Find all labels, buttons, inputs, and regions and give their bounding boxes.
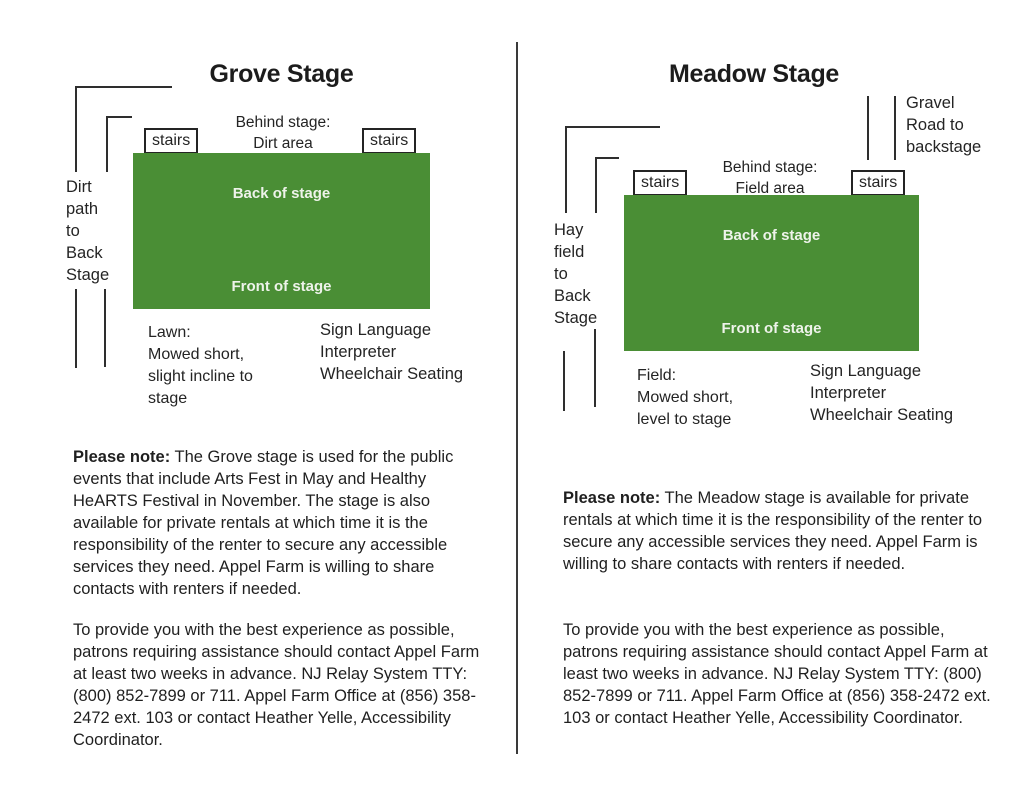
grove-please-note-text: The Grove stage is used for the public e… — [73, 447, 454, 598]
meadow-path-lower-left-line — [563, 351, 565, 411]
meadow-stairs-left-box: stairs — [633, 170, 688, 196]
grove-behind-stage-label: Behind stage: Dirt area — [235, 114, 331, 152]
column-divider — [516, 42, 518, 754]
meadow-please-note-paragraph: Please note: The Meadow stage is availab… — [563, 487, 1003, 575]
meadow-path-lower-right-line — [594, 329, 596, 407]
grove-path-inner-horizontal-line — [106, 116, 132, 118]
meadow-path-inner-vertical-line — [595, 157, 597, 213]
grove-please-note-paragraph: Please note: The Grove stage is used for… — [73, 446, 494, 600]
meadow-behind-stage-label: Behind stage: Field area — [722, 159, 818, 197]
grove-stairs-left-box: stairs — [144, 128, 199, 154]
grove-path-inner-vertical-line — [106, 116, 108, 172]
grove-stage-rect: Back of stage Front of stage — [133, 153, 430, 309]
grove-back-of-stage-label: Back of stage — [232, 185, 331, 202]
meadow-back-of-stage-label: Back of stage — [722, 227, 821, 244]
grove-stage-title: Grove Stage — [209, 59, 354, 88]
meadow-stage-title: Meadow Stage — [668, 59, 840, 88]
meadow-path-inner-horizontal-line — [595, 157, 619, 159]
grove-front-of-stage-label: Front of stage — [231, 278, 332, 295]
meadow-ground-surface-label: Field: Mowed short, level to stage — [637, 367, 734, 428]
meadow-gravel-road-left-line — [867, 96, 869, 160]
grove-accessible-seating-label: Sign Language Interpreter Wheelchair Sea… — [320, 321, 464, 383]
meadow-please-note-text: The Meadow stage is available for privat… — [563, 488, 983, 573]
meadow-path-outer-vertical-line — [565, 126, 567, 213]
meadow-gravel-road-right-line — [894, 96, 896, 160]
meadow-accessible-seating-label: Sign Language Interpreter Wheelchair Sea… — [810, 362, 954, 424]
meadow-please-note-label: Please note: — [563, 488, 661, 507]
meadow-hay-field-label: Hay field to Back Stage — [554, 221, 598, 327]
meadow-assistance-paragraph: To provide you with the best experience … — [563, 620, 991, 727]
meadow-path-outer-horizontal-line — [565, 126, 660, 128]
grove-stairs-right-box: stairs — [362, 128, 417, 154]
grove-please-note-label: Please note: — [73, 447, 171, 466]
grove-dirt-path-label: Dirt path to Back Stage — [66, 178, 110, 284]
grove-path-outer-vertical-line — [75, 86, 77, 172]
meadow-stage-rect: Back of stage Front of stage — [624, 195, 919, 351]
grove-path-outer-horizontal-line — [75, 86, 172, 88]
meadow-front-of-stage-label: Front of stage — [721, 320, 822, 337]
meadow-gravel-road-label: Gravel Road to backstage — [906, 94, 982, 156]
grove-assistance-paragraph: To provide you with the best experience … — [73, 620, 480, 749]
grove-ground-surface-label: Lawn: Mowed short, slight incline to sta… — [148, 324, 253, 407]
grove-path-lower-left-line — [75, 289, 77, 368]
meadow-stairs-right-box: stairs — [851, 170, 906, 196]
grove-path-lower-right-line — [104, 289, 106, 367]
